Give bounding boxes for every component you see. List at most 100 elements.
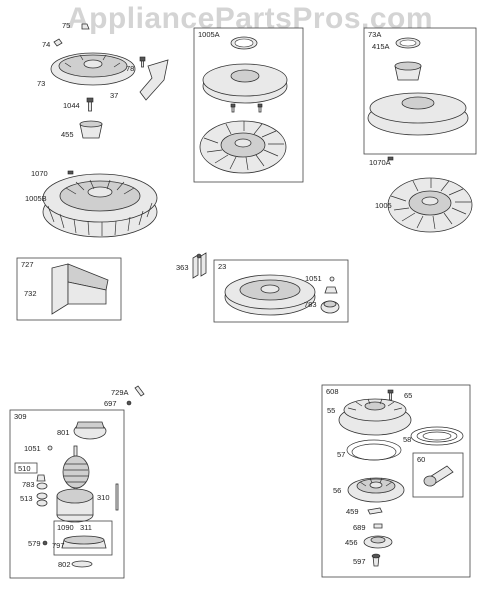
callout-58: 58: [403, 435, 411, 444]
callout-1005: 1005: [375, 201, 392, 210]
part-1005A-screws[interactable]: [230, 103, 263, 113]
callout-1070: 1070: [31, 169, 48, 178]
callout-697: 697: [104, 399, 117, 408]
part-1005A-cover[interactable]: [202, 63, 288, 104]
callout-783-a: 783: [304, 300, 317, 309]
callout-1051-b: 1051: [24, 444, 41, 453]
callout-56: 56: [333, 486, 341, 495]
part-armature[interactable]: [62, 445, 90, 497]
box-510: [14, 462, 38, 474]
callout-1051-a: 1051: [305, 274, 322, 283]
part-727-baffle[interactable]: [51, 263, 109, 315]
part-1070A-key[interactable]: [387, 156, 394, 161]
callout-797: 797: [52, 541, 65, 550]
part-75[interactable]: [81, 23, 90, 30]
part-57-rope[interactable]: [346, 439, 402, 461]
box-23: [213, 259, 349, 323]
part-1005A-fan[interactable]: [199, 120, 287, 174]
part-58-spring[interactable]: [410, 426, 464, 446]
part-60-handle[interactable]: [423, 465, 454, 487]
callout-459: 459: [346, 507, 359, 516]
callout-1005A: 1005A: [198, 30, 220, 39]
box-309: [9, 409, 125, 579]
callout-727: 727: [21, 260, 34, 269]
part-65-screw[interactable]: [387, 389, 394, 401]
callout-309: 309: [14, 412, 27, 421]
callout-579: 579: [28, 539, 41, 548]
part-459-dog[interactable]: [367, 507, 383, 515]
part-1070-key[interactable]: [67, 170, 74, 175]
part-363-bracket[interactable]: [192, 252, 207, 279]
callout-1044: 1044: [63, 101, 80, 110]
part-310-bolt[interactable]: [115, 483, 119, 511]
box-73A: [363, 27, 477, 155]
part-801-endcap[interactable]: [73, 421, 107, 440]
part-55-housing[interactable]: [338, 398, 412, 436]
callout-513: 513: [20, 494, 33, 503]
part-729A[interactable]: [134, 385, 145, 397]
part-802-washer[interactable]: [71, 560, 93, 568]
part-23-flywheel[interactable]: [224, 274, 316, 316]
callout-363: 363: [176, 263, 189, 272]
callout-65: 65: [404, 391, 412, 400]
callout-597: 597: [353, 557, 366, 566]
part-37-plate[interactable]: [139, 59, 169, 101]
callout-37: 37: [110, 91, 118, 100]
part-73-cover[interactable]: [50, 52, 136, 86]
callout-783-b: 783: [22, 480, 35, 489]
part-597-screw[interactable]: [371, 553, 381, 567]
callout-23: 23: [218, 262, 226, 271]
part-1051-a[interactable]: [329, 276, 335, 282]
part-56-pulley[interactable]: [347, 477, 405, 503]
box-727: [16, 257, 122, 321]
callout-802: 802: [58, 560, 71, 569]
part-housing[interactable]: [56, 488, 94, 523]
part-579[interactable]: [42, 540, 48, 546]
part-455-cup[interactable]: [79, 120, 103, 139]
callout-729A: 729A: [111, 388, 129, 397]
callout-510: 510: [18, 464, 31, 473]
part-456-retainer[interactable]: [363, 535, 393, 549]
callout-801: 801: [57, 428, 70, 437]
callout-73: 73: [37, 79, 45, 88]
part-1005-fan[interactable]: [387, 177, 473, 233]
callout-732: 732: [24, 289, 37, 298]
part-1051-a-gear[interactable]: [324, 286, 338, 294]
part-797-endcap[interactable]: [61, 535, 107, 549]
callout-1005B: 1005B: [25, 194, 47, 203]
callout-73A: 73A: [368, 30, 381, 39]
part-1051-b[interactable]: [47, 445, 53, 451]
box-1090: [53, 520, 113, 556]
part-415A-ring[interactable]: [395, 37, 421, 49]
part-74[interactable]: [53, 38, 63, 47]
callout-455: 455: [61, 130, 74, 139]
callout-57: 57: [337, 450, 345, 459]
part-73A-cover[interactable]: [367, 92, 469, 136]
part-689[interactable]: [373, 523, 383, 529]
callout-415A: 415A: [372, 42, 390, 51]
part-697[interactable]: [126, 400, 132, 406]
callout-78: 78: [126, 64, 134, 73]
callout-60: 60: [417, 455, 425, 464]
callout-1070A: 1070A: [369, 158, 391, 167]
part-783-b[interactable]: [36, 482, 48, 490]
box-60: [412, 452, 464, 498]
part-78-screw[interactable]: [139, 56, 146, 68]
callout-75: 75: [62, 21, 70, 30]
part-1005B-flywheel[interactable]: [42, 173, 158, 238]
part-1044-bolt[interactable]: [86, 97, 94, 112]
part-783-a-gear[interactable]: [320, 300, 340, 314]
callout-1090: 1090: [57, 523, 74, 532]
part-510-parts[interactable]: [36, 474, 46, 482]
callout-689: 689: [353, 523, 366, 532]
part-1005A-ring[interactable]: [230, 36, 258, 50]
callout-608: 608: [326, 387, 339, 396]
part-513[interactable]: [36, 492, 48, 507]
callout-55: 55: [327, 406, 335, 415]
callout-456: 456: [345, 538, 358, 547]
part-73A-cup[interactable]: [394, 61, 422, 81]
callout-310: 310: [97, 493, 110, 502]
box-608: [321, 384, 471, 578]
callout-74: 74: [42, 40, 50, 49]
